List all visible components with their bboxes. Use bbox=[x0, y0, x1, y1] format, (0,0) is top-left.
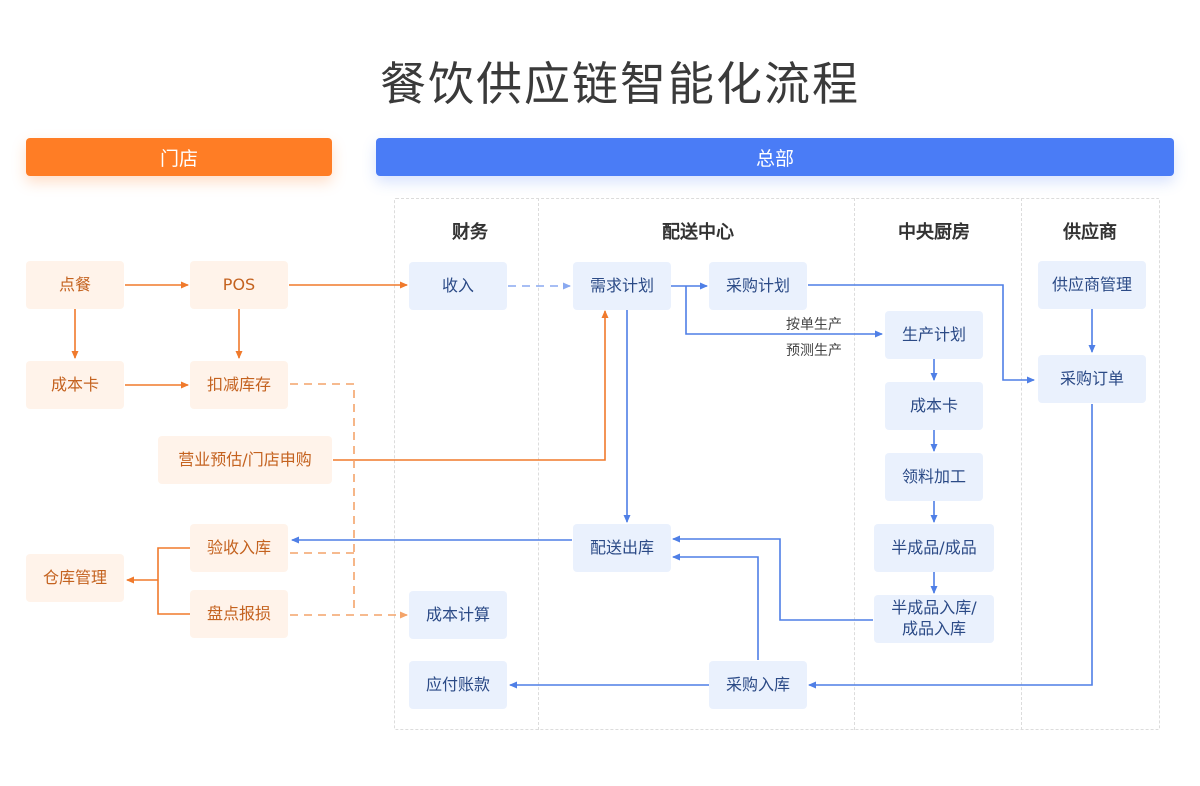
column-divider bbox=[538, 198, 539, 730]
node-pos[interactable]: POS bbox=[190, 261, 288, 309]
node-cost-calc[interactable]: 成本计算 bbox=[409, 591, 507, 639]
edge-receive-to-warehouse bbox=[157, 547, 190, 615]
edge-forecast-to-demand bbox=[333, 310, 609, 461]
edge-label-by-forecast: 预测生产 bbox=[786, 343, 842, 359]
edge-purchase-plan-to-order bbox=[808, 284, 1035, 384]
edge-semi-in-to-dispatch bbox=[672, 535, 873, 621]
node-semi-finished[interactable]: 半成品/成品 bbox=[874, 524, 994, 572]
node-forecast-request[interactable]: 营业预估/门店申购 bbox=[158, 436, 332, 484]
node-material-process[interactable]: 领料加工 bbox=[885, 453, 983, 501]
column-title-supplier: 供应商 bbox=[1063, 222, 1117, 243]
node-kitchen-cost-card[interactable]: 成本卡 bbox=[885, 382, 983, 430]
node-purchase-in[interactable]: 采购入库 bbox=[709, 661, 807, 709]
node-income[interactable]: 收入 bbox=[409, 262, 507, 310]
column-title-distribution: 配送中心 bbox=[662, 222, 734, 243]
hq-band: 总部 bbox=[376, 138, 1174, 176]
node-receive-stock[interactable]: 验收入库 bbox=[190, 524, 288, 572]
node-dispatch-out[interactable]: 配送出库 bbox=[573, 524, 671, 572]
node-payable[interactable]: 应付账款 bbox=[409, 661, 507, 709]
node-purchase-order[interactable]: 采购订单 bbox=[1038, 355, 1146, 403]
store-band: 门店 bbox=[26, 138, 332, 176]
node-purchase-plan[interactable]: 采购计划 bbox=[709, 262, 807, 310]
edge-deduct-to-cost-calc bbox=[290, 383, 355, 614]
node-production-plan[interactable]: 生产计划 bbox=[885, 311, 983, 359]
node-semi-finished-in[interactable]: 半成品入库/ 成品入库 bbox=[874, 595, 994, 643]
node-warehouse[interactable]: 仓库管理 bbox=[26, 554, 124, 602]
column-divider bbox=[854, 198, 855, 730]
node-order[interactable]: 点餐 bbox=[26, 261, 124, 309]
column-title-central-kitchen: 中央厨房 bbox=[898, 222, 970, 243]
node-cost-card[interactable]: 成本卡 bbox=[26, 361, 124, 409]
edge-order-to-purchase-in bbox=[808, 404, 1093, 689]
node-demand-plan[interactable]: 需求计划 bbox=[573, 262, 671, 310]
node-deduct-inventory[interactable]: 扣减库存 bbox=[190, 361, 288, 409]
column-divider bbox=[1021, 198, 1022, 730]
node-stocktake-loss[interactable]: 盘点报损 bbox=[190, 590, 288, 638]
edge-demand-to-production-plan bbox=[685, 286, 883, 338]
node-semi-finished-in-line1: 半成品入库/ bbox=[891, 598, 977, 618]
node-semi-finished-in-line2: 成品入库 bbox=[901, 619, 966, 638]
edge-label-by-order: 按单生产 bbox=[786, 317, 842, 333]
column-title-finance: 财务 bbox=[452, 222, 488, 243]
hq-frame bbox=[394, 198, 1160, 730]
edge-purchase-in-to-dispatch bbox=[672, 553, 759, 660]
page-title: 餐饮供应链智能化流程 bbox=[380, 57, 860, 111]
node-supplier-mgmt[interactable]: 供应商管理 bbox=[1038, 261, 1146, 309]
